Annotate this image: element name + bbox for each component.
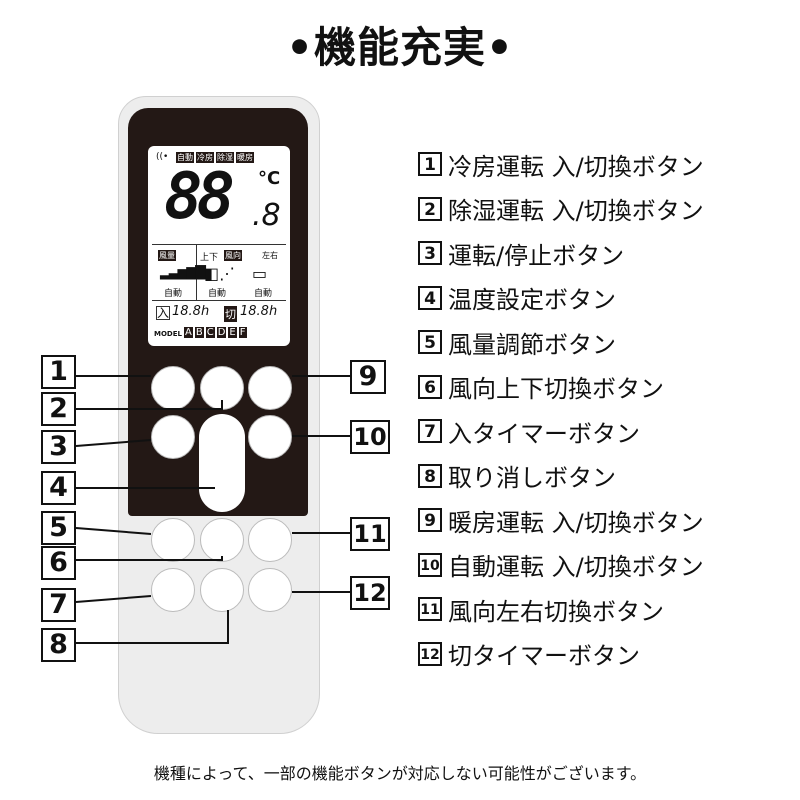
- temperature-decimal: .8: [252, 198, 281, 233]
- footer-note: 機種によって、一部の機能ボタンが対応しない可能性がございます。: [153, 764, 647, 783]
- fan-speed-label: 風量: [158, 250, 176, 261]
- callout-12: 12: [350, 576, 390, 610]
- model-c: C: [205, 327, 215, 338]
- mode-cool: 冷房: [196, 152, 214, 163]
- legend-label: 風量調節ボタン: [448, 330, 616, 359]
- legend-number: 12: [418, 641, 442, 666]
- legend-number: 5: [418, 330, 442, 355]
- auto-button[interactable]: [248, 415, 292, 459]
- legend-label: 風向左右切換ボタン: [448, 597, 664, 626]
- legend-label: 除湿運転 入/切換ボタン: [448, 197, 704, 226]
- on-timer-label: 入: [156, 306, 171, 320]
- leftright-auto-label: 自動: [254, 289, 273, 299]
- mode-auto: 自動: [176, 152, 194, 163]
- mode-dry: 除湿: [216, 152, 234, 163]
- legend-label: 切タイマーボタン: [448, 642, 640, 671]
- updown-auto-label: 自動: [208, 289, 227, 299]
- model-label: MODEL: [154, 330, 182, 338]
- temperature-digits: 88: [164, 160, 235, 234]
- legend-label: 取り消しボタン: [448, 464, 616, 493]
- legend-label: 自動運転 入/切換ボタン: [448, 553, 704, 582]
- legend-number: 8: [418, 463, 442, 488]
- legend-number: 9: [418, 508, 442, 533]
- legend-label: 風向上下切換ボタン: [448, 375, 664, 404]
- callout-6: 6: [41, 546, 76, 580]
- fan-bars-icon: ▂▃▅▆▇: [160, 264, 206, 280]
- page-title: •機能充実•: [286, 23, 514, 72]
- legend-item: 9 暖房運転 入/切換ボタン: [418, 498, 704, 543]
- mode-indicators: 自動 冷房 除湿 暖房: [176, 152, 254, 163]
- legend-item: 11 風向左右切換ボタン: [418, 587, 704, 632]
- callout-9: 9: [350, 360, 386, 394]
- legend-label: 運転/停止ボタン: [448, 241, 625, 270]
- heat-button[interactable]: [248, 366, 292, 410]
- leftright-label: 左右: [262, 251, 278, 260]
- power-button[interactable]: [151, 415, 195, 459]
- model-a: A: [184, 327, 193, 338]
- off-timer-label: 切: [224, 306, 237, 322]
- callout-5: 5: [41, 511, 76, 545]
- callout-10: 10: [350, 420, 390, 454]
- legend-label: 温度設定ボタン: [448, 286, 616, 315]
- wifi-icon: ((•: [156, 152, 169, 162]
- legend-label: 暖房運転 入/切換ボタン: [448, 508, 704, 537]
- on-timer-button[interactable]: [151, 568, 195, 612]
- mode-heat: 暖房: [236, 152, 254, 163]
- legend-label: 冷房運転 入/切換ボタン: [448, 152, 704, 181]
- horizontal-louver-icon: ▭: [252, 264, 268, 283]
- legend-number: 11: [418, 597, 442, 622]
- callout-1: 1: [41, 355, 76, 389]
- fan-auto-label: 自動: [164, 289, 183, 299]
- callout-2: 2: [41, 392, 76, 426]
- callout-3: 3: [41, 430, 76, 464]
- direction-label: 風向: [224, 250, 242, 261]
- legend-number: 2: [418, 196, 442, 221]
- legend-item: 10 自動運転 入/切換ボタン: [418, 543, 704, 588]
- celsius-unit: °C: [258, 168, 281, 189]
- horizontal-swing-button[interactable]: [248, 518, 292, 562]
- legend-number: 10: [418, 552, 442, 577]
- callout-8: 8: [41, 628, 76, 662]
- vertical-swing-button[interactable]: [200, 518, 244, 562]
- model-f: F: [238, 327, 247, 338]
- legend-number: 6: [418, 374, 442, 399]
- model-b: B: [194, 327, 204, 338]
- legend-number: 4: [418, 285, 442, 310]
- cancel-button[interactable]: [200, 568, 244, 612]
- updown-label: 上下: [200, 253, 219, 263]
- callout-11: 11: [350, 517, 390, 551]
- legend-item: 12 切タイマーボタン: [418, 632, 704, 677]
- off-timer-value: 18.8h: [240, 304, 278, 319]
- model-d: D: [216, 327, 227, 338]
- legend-label: 入タイマーボタン: [448, 419, 640, 448]
- model-letters: A B C D E F: [184, 327, 247, 338]
- legend-number: 1: [418, 152, 442, 177]
- legend-number: 3: [418, 241, 442, 266]
- lcd-display: ((• 自動 冷房 除湿 暖房 88 °C .8 風量 ▂▃▅▆▇ 自動 上下 …: [148, 146, 290, 346]
- fan-speed-button[interactable]: [151, 518, 195, 562]
- legend-number: 7: [418, 419, 442, 444]
- on-timer-value: 18.8h: [172, 304, 210, 319]
- off-timer-button[interactable]: [248, 568, 292, 612]
- callout-4: 4: [41, 471, 76, 505]
- model-e: E: [228, 327, 237, 338]
- temperature-button[interactable]: [199, 414, 245, 512]
- vertical-louver-icon: ◧⋰: [204, 264, 236, 283]
- callout-7: 7: [41, 588, 76, 622]
